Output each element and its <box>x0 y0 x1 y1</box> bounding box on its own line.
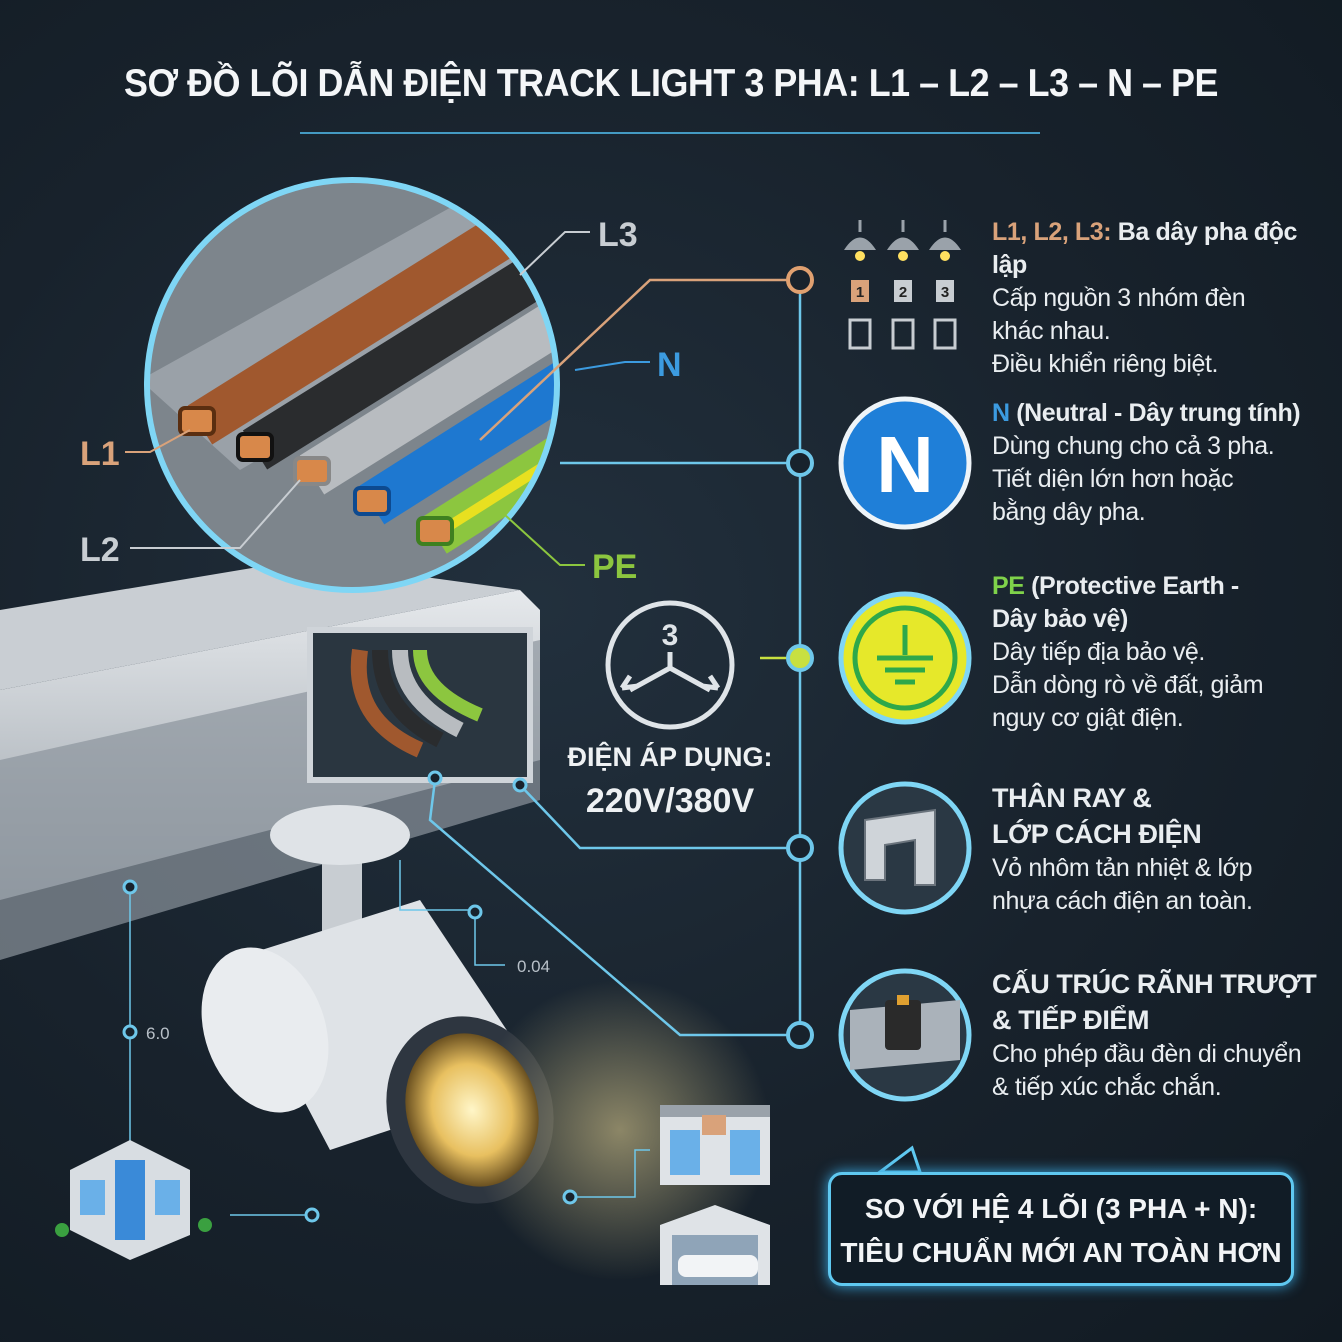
lamp-group-3: 3 <box>941 284 949 301</box>
section-line: Tiết diện lớn hơn hoặc <box>992 465 1234 493</box>
section-line: khác nhau. <box>992 317 1111 345</box>
section-line: Cho phép đầu đèn di chuyển <box>992 1040 1302 1068</box>
callout-line-1: SO VỚI HỆ 4 LÕI (3 PHA + N): <box>864 1193 1258 1224</box>
section-heading: (Neutral - Dây trung tính) <box>1016 399 1301 427</box>
section-line: nhựa cách điện an toàn. <box>992 887 1253 915</box>
label-pe: PE <box>592 548 637 586</box>
label-l2: L2 <box>80 531 120 569</box>
section-slider-contact: CẤU TRÚC RÃNH TRƯỢT & TIẾP ĐIỂM Cho phép… <box>992 966 1332 1104</box>
section-line: Dùng chung cho cả 3 pha. <box>992 432 1275 460</box>
section-line: bằng dây pha. <box>992 498 1146 526</box>
section-protective-earth: PE (Protective Earth - Dây bảo vệ) Dây t… <box>992 570 1332 735</box>
ground-icon <box>838 591 972 725</box>
three-phase-icon: 3 <box>605 600 735 730</box>
slider-contact-icon <box>838 968 972 1102</box>
section-line: Cấp nguồn 3 nhóm đèn <box>992 284 1246 312</box>
section-neutral: N (Neutral - Dây trung tính) Dùng chung … <box>992 397 1332 529</box>
bus-nodes <box>122 266 814 1223</box>
office-building-icon <box>55 1140 212 1260</box>
section-tag: L1, L2, L3: <box>992 218 1112 246</box>
section-tag: PE <box>992 572 1025 600</box>
label-l1: L1 <box>80 435 120 473</box>
section-line: Vỏ nhôm tản nhiệt & lớp <box>992 854 1253 882</box>
callout-line-2: TIÊU CHUẨN MỚI AN TOÀN HƠN <box>840 1237 1282 1268</box>
section-line: & tiếp xúc chắc chắn. <box>992 1073 1222 1101</box>
comparison-callout: SO VỚI HỆ 4 LÕI (3 PHA + N): TIÊU CHUẨN … <box>828 1172 1294 1286</box>
dimension-0-04: 0.04 <box>517 957 550 976</box>
section-heading: CẤU TRÚC RÃNH TRƯỢT <box>992 969 1317 999</box>
section-line: Dẫn dòng rò về đất, giảm <box>992 671 1264 699</box>
label-l3: L3 <box>598 216 638 254</box>
voltage-value: 220V/380V <box>585 782 755 820</box>
section-line: Điều khiển riêng biệt. <box>992 350 1219 378</box>
section-heading-2: Dây bảo vệ) <box>992 605 1128 633</box>
shop-icon <box>660 1105 770 1185</box>
section-line: Dây tiếp địa bảo vệ. <box>992 638 1205 666</box>
spotlight <box>201 805 770 1280</box>
label-leaders <box>125 231 650 566</box>
section-rail-body: THÂN RAY & LỚP CÁCH ĐIỆN Vỏ nhôm tản nhi… <box>992 780 1332 918</box>
section-tag: N <box>992 399 1010 427</box>
section-heading-2: LỚP CÁCH ĐIỆN <box>992 819 1202 849</box>
track-rail <box>0 560 540 960</box>
label-n: N <box>657 346 682 384</box>
voltage-label: ĐIỆN ÁP DỤNG: <box>567 742 773 772</box>
section-heading-2: & TIẾP ĐIỂM <box>992 1005 1150 1035</box>
neutral-icon: N <box>838 396 972 530</box>
lamp-group-1: 1 <box>856 284 864 301</box>
callout-pointer <box>875 1145 923 1174</box>
section-line: nguy cơ giật điện. <box>992 704 1184 732</box>
lamp-group-2: 2 <box>899 284 907 301</box>
section-heading: Ba dây pha độc lập <box>992 218 1297 279</box>
three-lamps-icon: 1 2 3 <box>844 220 961 350</box>
garage-car-icon <box>660 1205 770 1285</box>
page-title: SƠ ĐỒ LÕI DẪN ĐIỆN TRACK LIGHT 3 PHA: L1… <box>124 62 1218 105</box>
neutral-icon-letter: N <box>876 420 934 509</box>
phase-number: 3 <box>662 619 679 652</box>
section-heading: THÂN RAY & <box>992 783 1152 813</box>
dimension-6-0: 6.0 <box>146 1024 170 1043</box>
rail-profile-icon <box>838 781 972 915</box>
section-heading: (Protective Earth - <box>1031 572 1239 600</box>
section-phases: L1, L2, L3: Ba dây pha độc lập Cấp nguồn… <box>992 216 1332 381</box>
